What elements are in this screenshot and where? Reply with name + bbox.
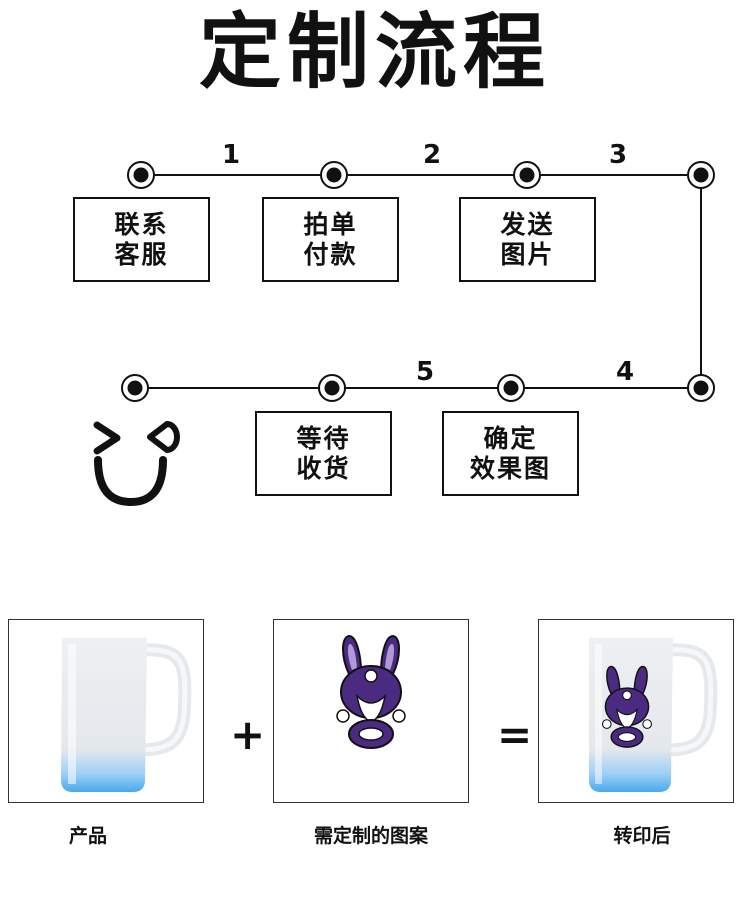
- product-panel: [8, 619, 204, 803]
- node-dot: [687, 374, 715, 402]
- node-dot: [687, 161, 715, 189]
- step-label-line2: 图片: [500, 239, 555, 269]
- result-panel: [538, 619, 734, 803]
- step-box-order-pay: 拍单付款: [262, 197, 399, 282]
- equals-sign: =: [497, 710, 533, 759]
- step-number-5: 5: [416, 357, 435, 387]
- caption-product: 产品: [68, 825, 107, 847]
- frosted-mug-image: [61, 638, 192, 792]
- step-number-2: 2: [423, 140, 442, 170]
- node-dots: [121, 161, 715, 402]
- step-number-4: 4: [616, 357, 635, 387]
- step-box-contact-service: 联系客服: [73, 197, 210, 282]
- step-label-line1: 确定: [483, 423, 538, 453]
- plus-sign: +: [230, 710, 266, 759]
- step-box-send-image: 发送图片: [459, 197, 596, 282]
- page-title: 定制流程: [198, 5, 551, 100]
- step-label-line1: 等待: [296, 423, 351, 453]
- node-dot: [318, 374, 346, 402]
- rabbit-pattern-image: [336, 634, 406, 749]
- smiley-face-icon: [93, 421, 180, 506]
- pattern-panel: [273, 619, 469, 803]
- node-dot: [513, 161, 541, 189]
- node-dot: [320, 161, 348, 189]
- step-label-line2: 收货: [296, 453, 351, 483]
- step-number-1: 1: [222, 140, 241, 170]
- step-label-line2: 客服: [114, 239, 169, 269]
- node-dot: [127, 161, 155, 189]
- step-label-line2: 效果图: [469, 453, 551, 483]
- caption-pattern: 需定制的图案: [313, 825, 428, 847]
- step-number-3: 3: [609, 140, 628, 170]
- step-label-line1: 联系: [114, 209, 169, 239]
- printed-mug-image: [589, 638, 718, 792]
- node-dot: [497, 374, 525, 402]
- step-label-line1: 发送: [500, 209, 555, 239]
- step-label-line1: 拍单: [303, 209, 358, 239]
- caption-result: 转印后: [613, 825, 671, 847]
- step-box-await-delivery: 等待收货: [255, 411, 392, 496]
- node-dot: [121, 374, 149, 402]
- step-label-line2: 付款: [303, 239, 358, 269]
- step-box-confirm-preview: 确定效果图: [442, 411, 579, 496]
